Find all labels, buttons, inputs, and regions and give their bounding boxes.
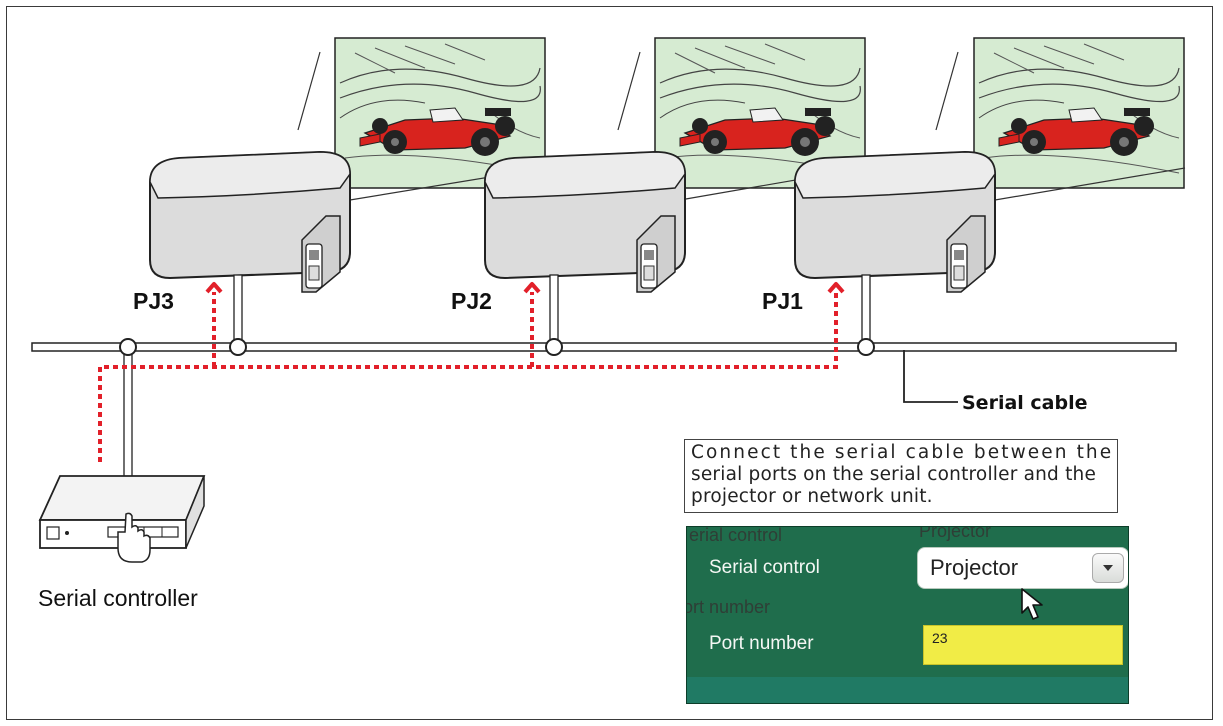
note-line-2: serial ports on the serial controller an…: [691, 464, 1097, 485]
signal-path: [98, 292, 838, 462]
mouse-pointer-icon: [1021, 588, 1043, 620]
serial-cable-label: Serial cable: [962, 392, 1088, 414]
note-line-1: Connect the serial cable between the: [691, 442, 1114, 463]
port-number-value: 23: [932, 630, 948, 646]
serial-controller-device: [38, 475, 206, 563]
dropdown-button[interactable]: [1092, 553, 1124, 583]
projector-pj2: [484, 151, 686, 293]
ghost-projector: Projector: [919, 526, 992, 541]
pj1-label: PJ1: [762, 288, 803, 314]
chevron-down-icon: [1103, 565, 1113, 571]
note-line-3: projector or network unit.: [691, 486, 933, 507]
serial-controller-label: Serial controller: [38, 585, 198, 611]
ghost-port-number: ort number: [686, 597, 771, 617]
note-box: Connect the serial cable between the ser…: [684, 439, 1118, 513]
pj3-label: PJ3: [133, 288, 174, 314]
serial-control-value: Projector: [930, 555, 1019, 580]
pj2-label: PJ2: [451, 288, 492, 314]
serial-control-select[interactable]: Projector: [917, 547, 1128, 589]
settings-panel: erial control Projector ort number Seria…: [686, 526, 1129, 704]
serial-control-label: Serial control: [709, 557, 820, 578]
projector-pj3: [149, 151, 351, 293]
port-number-field[interactable]: 23: [923, 625, 1123, 665]
projector-pj1: [794, 151, 996, 293]
panel-bottom-strip: [687, 677, 1128, 703]
ghost-serial-control: erial control: [689, 526, 783, 545]
port-number-label: Port number: [709, 633, 814, 654]
